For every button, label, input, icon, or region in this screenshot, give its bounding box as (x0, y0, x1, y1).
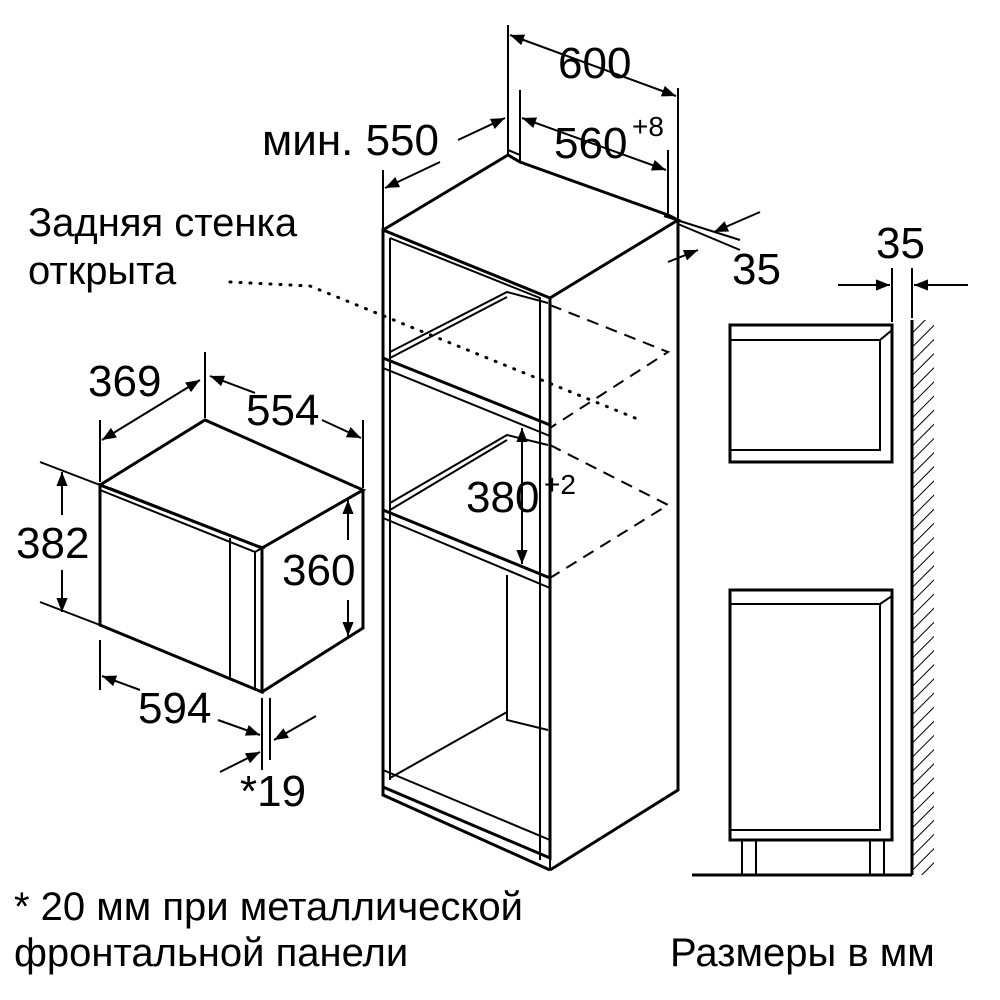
microwave-dimensions (39, 352, 364, 773)
footnote-line2: фронтальной панели (14, 931, 408, 975)
label-niche-height: 380 (466, 473, 539, 522)
label-front-width: 594 (138, 684, 211, 733)
label-oven-width: 554 (246, 386, 319, 435)
label-cabinet-width: 600 (558, 39, 631, 88)
tall-cabinet (228, 148, 682, 872)
side-view (692, 268, 968, 877)
label-niche-width-tolerance: +8 (632, 111, 664, 142)
label-rear-wall-line2: открыта (28, 249, 177, 293)
footnote-line1: * 20 мм при металлической (14, 885, 523, 929)
label-rear-wall-line1: Задняя стенка (28, 201, 298, 245)
label-oven-depth: 369 (88, 357, 161, 406)
units-note: Размеры в мм (670, 931, 935, 975)
label-side-gap: 35 (732, 245, 781, 294)
label-side-view-gap: 35 (876, 219, 925, 268)
label-front-thickness: *19 (240, 767, 306, 816)
label-niche-width: 560 (554, 119, 627, 168)
label-niche-height-tolerance: +2 (544, 469, 576, 500)
label-cabinet-depth-min: мин. 550 (262, 116, 439, 165)
cabinet-dimensions (382, 25, 761, 564)
label-oven-height-body: 360 (282, 546, 355, 595)
microwave-oven (98, 418, 367, 695)
label-oven-height-total: 382 (16, 519, 89, 568)
